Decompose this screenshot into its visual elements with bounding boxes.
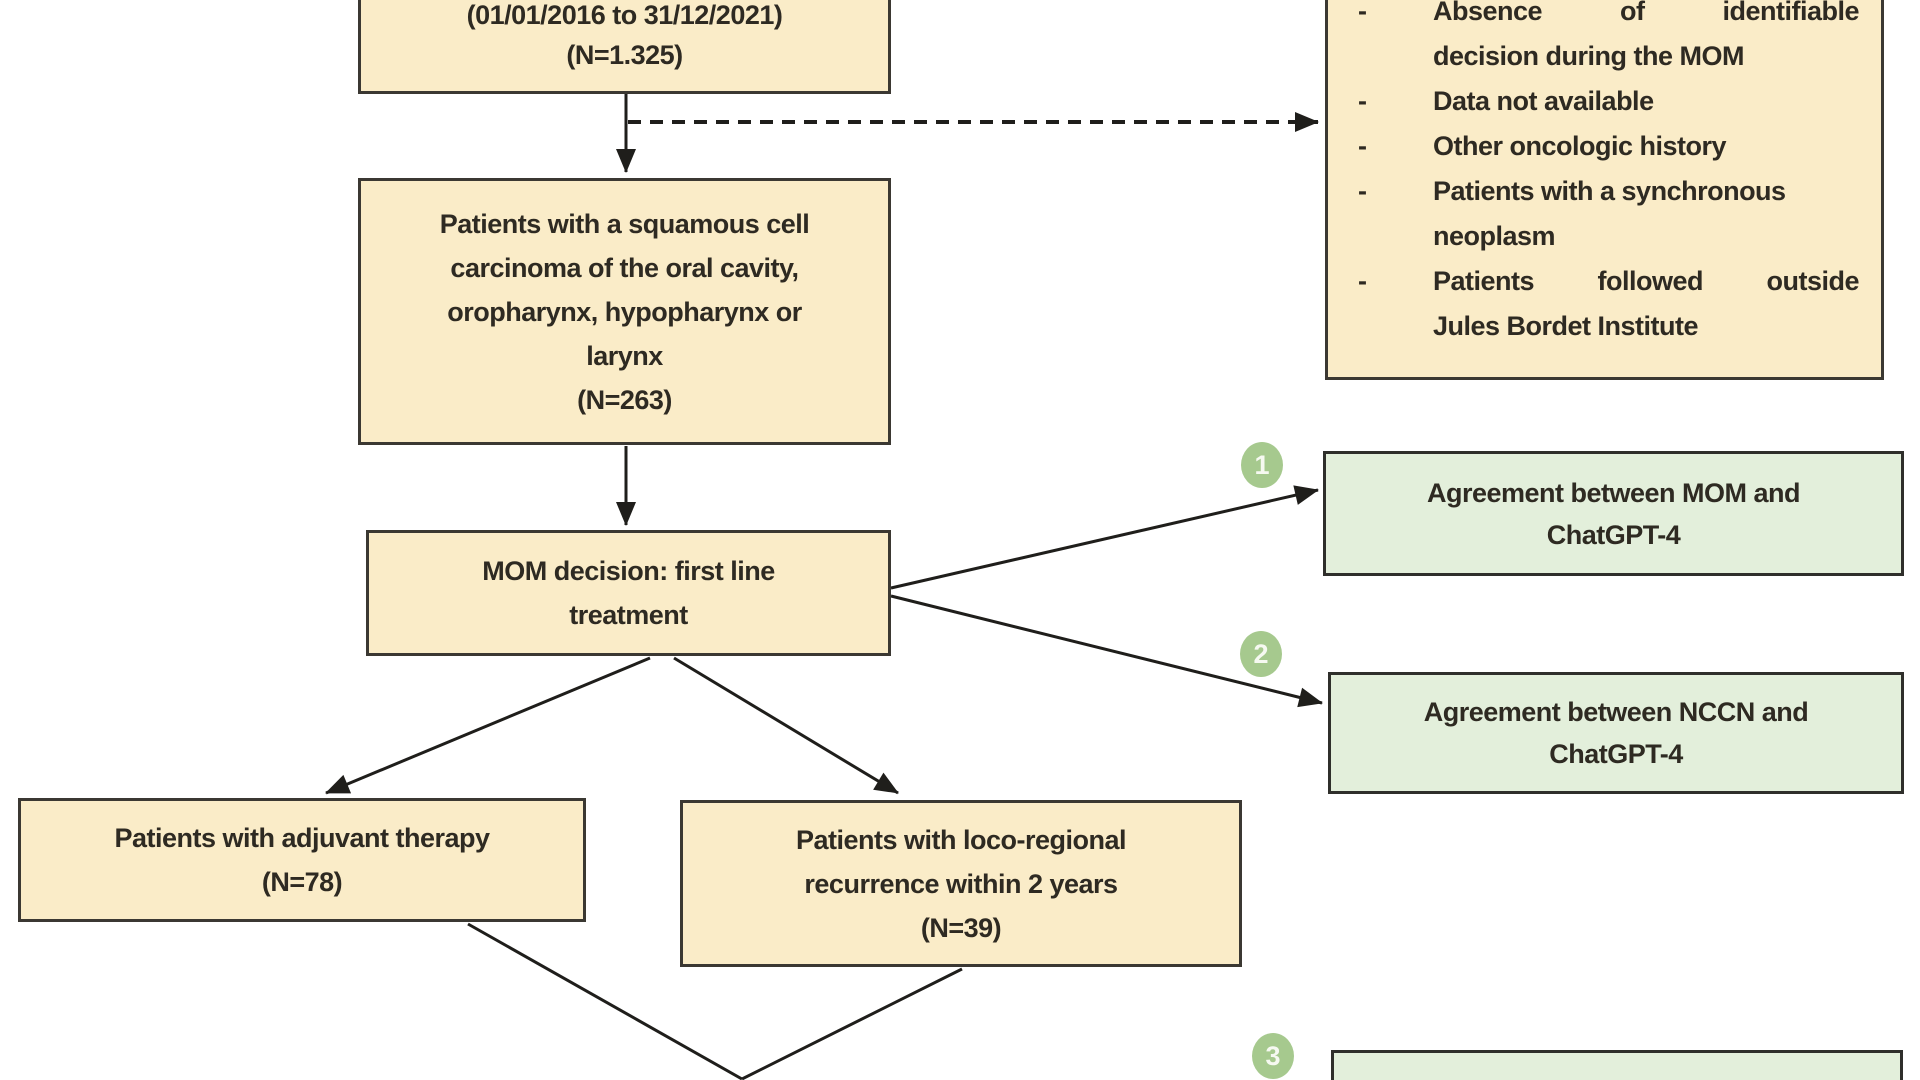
list-dash: -: [1358, 131, 1367, 161]
text-line: treatment: [569, 600, 688, 630]
step-badge-2: 2: [1240, 631, 1282, 677]
text-line: oropharynx, hypopharynx or: [447, 296, 802, 327]
text-line: neoplasm: [1433, 221, 1556, 251]
arrow-mom-to-recurrence: [673, 656, 899, 795]
text-line: (N=78): [261, 867, 343, 897]
step-badge-1: 1: [1241, 442, 1283, 488]
exclusion-item-text: Other oncologic history: [1433, 124, 1859, 169]
text-line: MOM decision: first line: [482, 556, 775, 586]
exclusion-item: - Other oncologic history: [1350, 124, 1859, 169]
line-recurrence-converge: [741, 967, 963, 1080]
box-outcome-3: [1331, 1050, 1903, 1080]
list-dash: -: [1358, 176, 1367, 206]
text-line: (N=39): [920, 912, 1002, 943]
text-line: Patients with adjuvant therapy: [114, 823, 490, 853]
text-line: Data not available: [1433, 86, 1654, 116]
text-line: decision during the MOM: [1433, 41, 1745, 71]
box-mom-decision: MOM decision: first line treatment: [366, 530, 891, 656]
box-adjuvant-therapy: Patients with adjuvant therapy (N=78): [18, 798, 586, 922]
text-line: ChatGPT-4: [1546, 519, 1681, 550]
text-line: Agreement between NCCN and: [1423, 697, 1809, 727]
exclusion-item: - Data not available: [1350, 79, 1859, 124]
text-line: recurrence within 2 years: [804, 868, 1118, 899]
text-line: larynx: [586, 340, 663, 371]
text-line: (N=1.325): [566, 40, 683, 70]
text-line: ChatGPT-4: [1549, 739, 1683, 769]
list-dash: -: [1358, 0, 1367, 26]
text-line: Other oncologic history: [1433, 131, 1727, 161]
exclusion-item-text: Patients with a synchronous neoplasm: [1433, 169, 1859, 259]
box-study-period: (01/01/2016 to 31/12/2021) (N=1.325): [358, 0, 891, 94]
box-scc-cohort: Patients with a squamous cell carcinoma o…: [358, 178, 891, 445]
text-line: Patients with loco-regional: [795, 824, 1127, 855]
text-line: Agreement between MOM and: [1426, 477, 1801, 508]
exclusion-item-text: Data not available: [1433, 79, 1859, 124]
arrow-mom-to-outcome2: [890, 594, 1323, 708]
exclusion-item: - Patients with a synchronous neoplasm: [1350, 169, 1859, 259]
text-line: Patients with a squamous cell: [439, 208, 810, 239]
text-line: Patients with a synchronous: [1433, 176, 1786, 206]
text-line: carcinoma of the oral cavity,: [450, 252, 799, 283]
text-line: (01/01/2016 to 31/12/2021): [466, 0, 783, 30]
text-line: (N=263): [577, 384, 672, 415]
list-dash: -: [1358, 266, 1367, 296]
line-adjuvant-converge: [467, 922, 743, 1080]
arrow-mom-to-outcome1: [890, 485, 1319, 590]
text-line: Jules Bordet Institute: [1433, 311, 1699, 341]
step-badge-3: 3: [1252, 1033, 1294, 1079]
arrow-mom-to-adjuvant: [325, 656, 651, 795]
box-locoregional-recurrence: Patients with loco-regional recurrence wi…: [680, 800, 1242, 967]
list-dash: -: [1358, 86, 1367, 116]
